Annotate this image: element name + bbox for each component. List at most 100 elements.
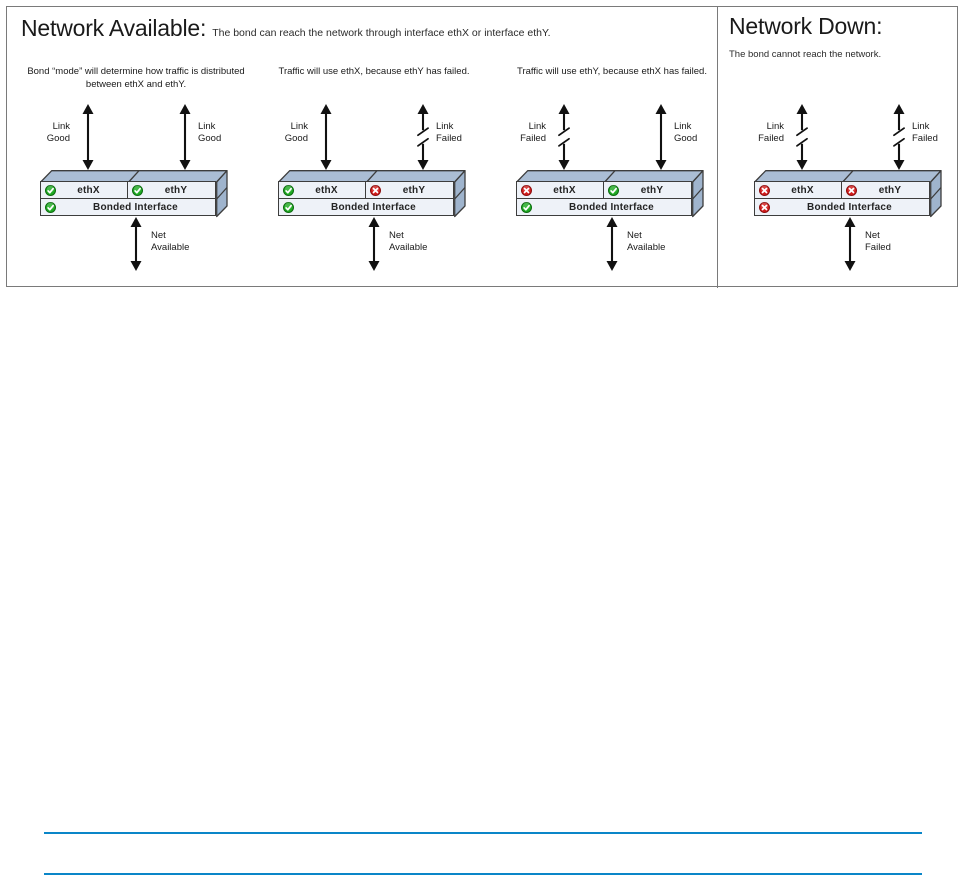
double-arrow-icon bbox=[601, 216, 623, 274]
network-down-header: Network Down: The bond cannot reach the … bbox=[729, 13, 883, 60]
link-label-line2: Good bbox=[284, 133, 308, 144]
link-label-line1: Link bbox=[52, 121, 70, 132]
broken-link-icon bbox=[791, 103, 813, 171]
network-available-title: Network Available: bbox=[21, 15, 207, 41]
bonded-device-box: ethX ethY Bonded Interface bbox=[40, 170, 228, 218]
interface-cell-ethy: ethY bbox=[128, 182, 215, 198]
link-label-line2: Failed bbox=[912, 133, 938, 144]
bonding-diagram-figure: Network Available: The bond can reach the… bbox=[6, 6, 958, 288]
net-label-line2: Failed bbox=[865, 242, 891, 253]
panel-caption: Traffic will use ethX, because ethY has … bbox=[278, 66, 470, 77]
interface-name: ethX bbox=[77, 184, 100, 196]
check-circle-icon bbox=[283, 201, 294, 213]
link-label-line2: Failed bbox=[520, 133, 546, 144]
interface-cell-ethy: ethY bbox=[842, 182, 929, 198]
bonded-interface-name: Bonded Interface bbox=[93, 201, 178, 213]
broken-link-icon bbox=[553, 103, 575, 171]
check-circle-icon bbox=[45, 201, 56, 213]
link-label-line1: Link bbox=[674, 121, 692, 132]
link-label-line2: Good bbox=[674, 133, 698, 144]
footer-rule-bottom bbox=[44, 873, 922, 875]
panel-caption: Traffic will use ethY, because ethX has … bbox=[517, 66, 707, 77]
network-down-subtitle: The bond cannot reach the network. bbox=[729, 49, 882, 60]
bonded-interface-row: Bonded Interface bbox=[279, 199, 453, 215]
check-circle-icon bbox=[45, 184, 56, 196]
x-circle-icon bbox=[846, 184, 857, 196]
broken-link-icon bbox=[888, 103, 910, 171]
link-label-line1: Link bbox=[436, 121, 454, 132]
network-down-title: Network Down: bbox=[729, 13, 883, 39]
link-label-line2: Good bbox=[46, 133, 70, 144]
double-arrow-icon bbox=[77, 103, 99, 171]
bonded-interface-name: Bonded Interface bbox=[569, 201, 654, 213]
check-circle-icon bbox=[132, 184, 143, 196]
double-arrow-icon bbox=[125, 216, 147, 274]
x-circle-icon bbox=[370, 184, 381, 196]
check-circle-icon bbox=[283, 184, 294, 196]
bonded-interface-name: Bonded Interface bbox=[331, 201, 416, 213]
panel-ethx-failed: Traffic will use ethY, because ethX has … bbox=[497, 65, 727, 280]
network-available-subtitle: The bond can reach the network through i… bbox=[212, 27, 551, 39]
double-arrow-icon bbox=[174, 103, 196, 171]
check-circle-icon bbox=[521, 201, 532, 213]
interface-cell-ethx: ethX bbox=[41, 182, 128, 198]
link-label-line1: Link bbox=[290, 121, 308, 132]
interface-cell-ethx: ethX bbox=[517, 182, 604, 198]
link-label-line1: Link bbox=[766, 121, 784, 132]
interface-name: ethX bbox=[791, 184, 814, 196]
link-label-line1: Link bbox=[198, 121, 216, 132]
link-label-line1: Link bbox=[912, 121, 930, 132]
interface-cell-ethx: ethX bbox=[755, 182, 842, 198]
interface-name: ethX bbox=[315, 184, 338, 196]
net-label-line2: Available bbox=[389, 242, 428, 253]
panel-group-divider bbox=[717, 7, 718, 288]
x-circle-icon bbox=[759, 184, 770, 196]
interface-name: ethY bbox=[164, 184, 188, 196]
x-circle-icon bbox=[521, 184, 532, 196]
check-circle-icon bbox=[608, 184, 619, 196]
bonded-interface-row: Bonded Interface bbox=[755, 199, 929, 215]
net-label-line2: Available bbox=[151, 242, 190, 253]
bonded-interface-row: Bonded Interface bbox=[41, 199, 215, 215]
net-label-line2: Available bbox=[627, 242, 666, 253]
bonded-interface-row: Bonded Interface bbox=[517, 199, 691, 215]
bonded-interface-name: Bonded Interface bbox=[807, 201, 892, 213]
link-label-line2: Good bbox=[198, 133, 222, 144]
interface-cell-ethx: ethX bbox=[279, 182, 366, 198]
footer-rule-top bbox=[44, 832, 922, 834]
link-label-line2: Failed bbox=[436, 133, 462, 144]
double-arrow-icon bbox=[839, 216, 861, 274]
net-label-line1: Net bbox=[151, 230, 166, 241]
panel-caption: Bond “mode” will determine how traffic i… bbox=[27, 66, 245, 90]
panel-bond-both-good: Bond “mode” will determine how traffic i… bbox=[21, 65, 251, 280]
network-available-header: Network Available: The bond can reach the… bbox=[21, 15, 551, 42]
interface-cell-ethy: ethY bbox=[604, 182, 691, 198]
interface-cell-ethy: ethY bbox=[366, 182, 453, 198]
double-arrow-icon bbox=[315, 103, 337, 171]
net-label-line1: Net bbox=[389, 230, 404, 241]
panel-ethy-failed: Traffic will use ethX, because ethY has … bbox=[259, 65, 489, 280]
interface-name: ethY bbox=[402, 184, 426, 196]
